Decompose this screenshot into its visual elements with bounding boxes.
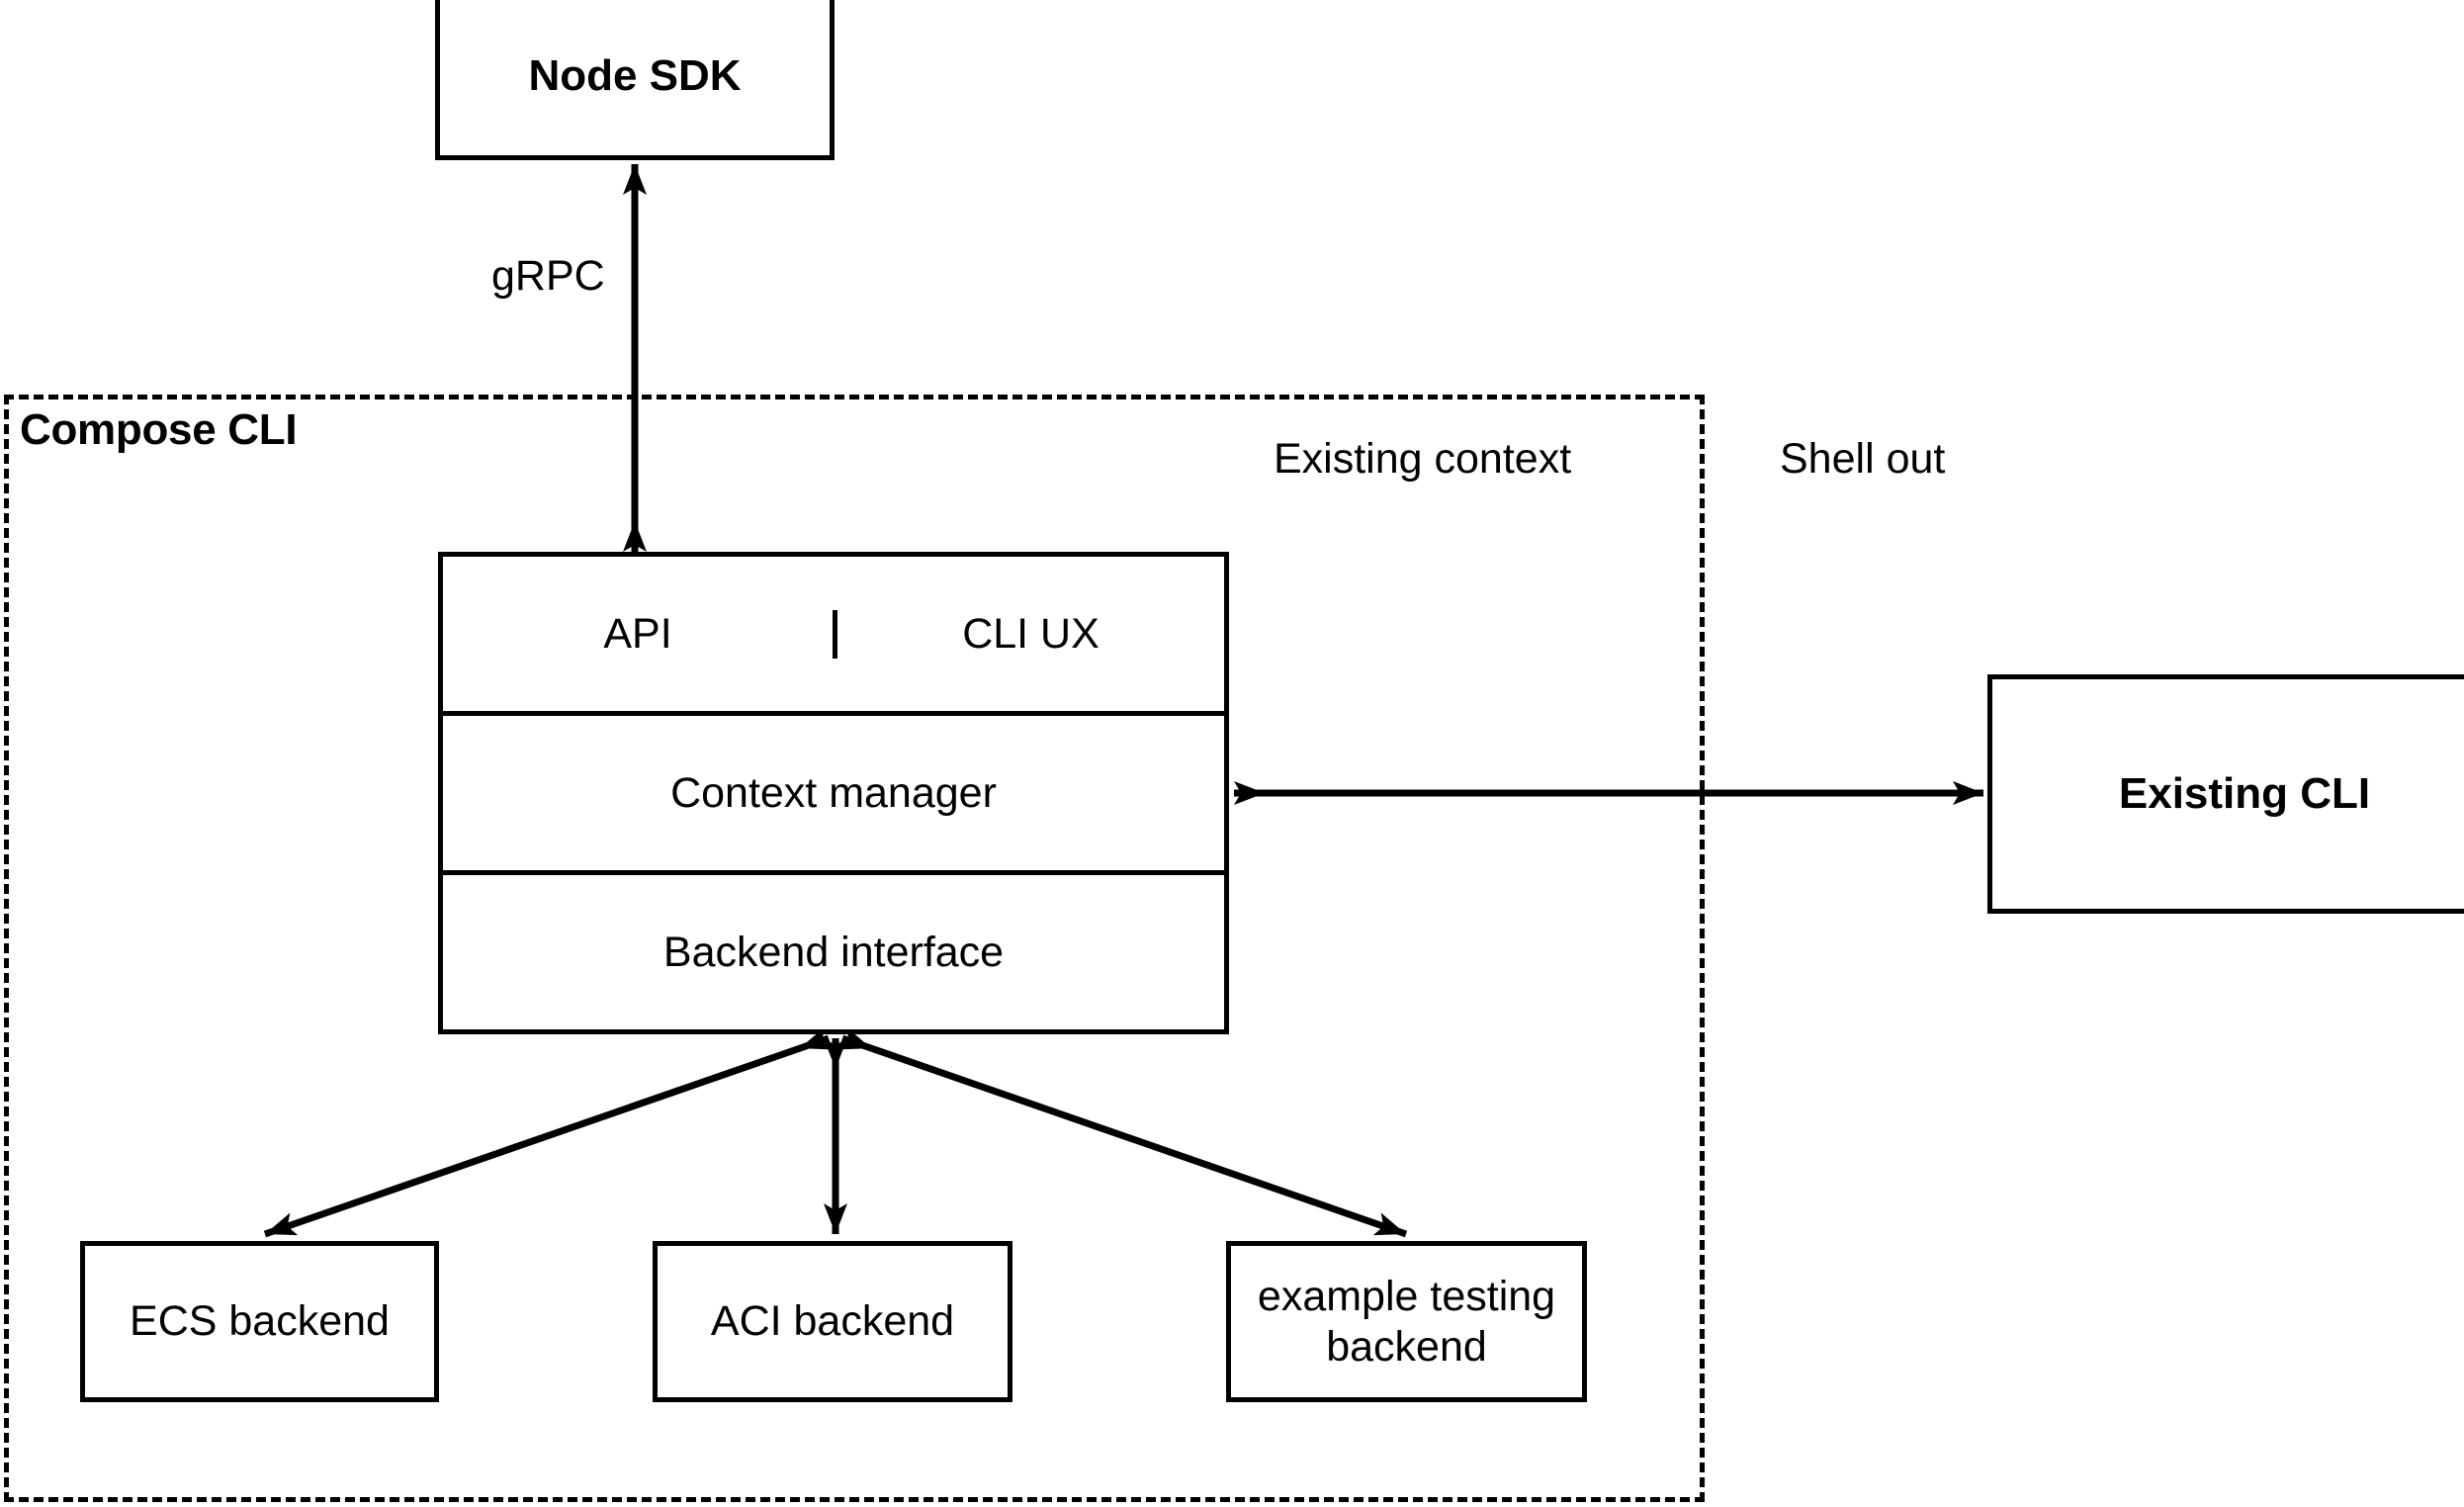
compose-cli-group-label: Compose CLI [20,405,298,454]
core-row-api-cliux: API CLI UX [443,557,1224,711]
core-cell-api: API [603,609,672,658]
example-testing-backend-box: example testing backend [1226,1241,1587,1402]
example-testing-backend-label-line1: example testing [1257,1272,1556,1320]
node-sdk-box: Node SDK [435,0,835,160]
core-row-context-manager: Context manager [443,711,1224,870]
edge-label-grpc: gRPC [491,252,605,300]
example-testing-backend-label-line2: backend [1326,1322,1487,1371]
core-row-backend-interface: Backend interface [443,870,1224,1029]
compose-cli-core-stack: API CLI UX Context manager Backend inter… [438,552,1229,1034]
existing-cli-box: Existing CLI [1987,674,2464,914]
edge-label-existing-context: Existing context [1274,435,1572,483]
aci-backend-box: ACI backend [653,1241,1012,1402]
compose-cli-group-boundary [4,395,1705,1502]
edge-label-shell-out: Shell out [1780,435,1946,483]
example-testing-backend-label: example testing backend [1258,1272,1555,1372]
ecs-backend-box: ECS backend [80,1241,439,1402]
core-cell-cli-ux: CLI UX [833,609,1224,659]
